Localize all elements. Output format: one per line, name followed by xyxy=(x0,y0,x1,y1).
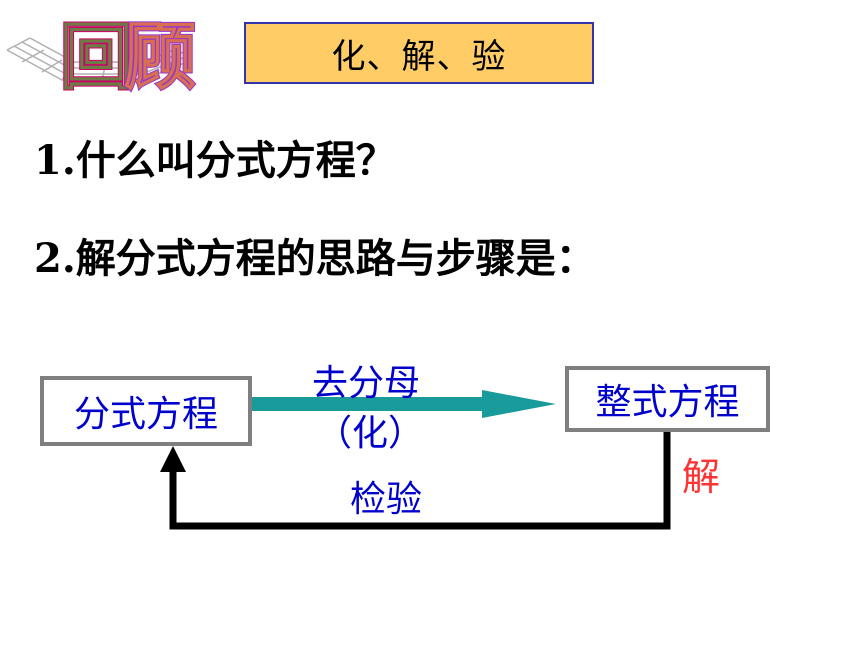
logo-char-2: 顾 xyxy=(124,15,196,99)
svg-text:回: 回 xyxy=(60,15,132,99)
forward-arrow-head xyxy=(482,390,556,418)
topic-box: 化、解、验 xyxy=(244,22,594,84)
review-logo-graphic: 回 回 顾 顾 xyxy=(6,14,198,101)
question-1-text: 什么叫分式方程？ xyxy=(75,138,396,184)
question-1-number: 1. xyxy=(34,137,76,184)
return-label: 检验 xyxy=(350,479,423,520)
solve-label: 解 xyxy=(682,455,721,499)
fractional-equation-box: 分式方程 xyxy=(40,376,252,446)
svg-text:顾: 顾 xyxy=(124,15,196,99)
forward-arrow-shaft xyxy=(252,397,484,411)
question-2-number: 2. xyxy=(34,235,76,282)
question-2: 2.解分式方程的思路与步骤是： xyxy=(34,226,596,284)
question-1: 1.什么叫分式方程？ xyxy=(34,128,396,186)
polynomial-equation-box: 整式方程 xyxy=(565,366,770,432)
review-logo: 回 回 顾 顾 xyxy=(2,0,202,101)
logo-char-1: 回 xyxy=(60,15,132,99)
forward-label: 去分母 xyxy=(312,363,421,404)
question-2-text: 解分式方程的思路与步骤是： xyxy=(75,236,596,282)
return-arrow-head xyxy=(160,446,186,472)
forward-label-sub: （化） xyxy=(316,413,425,454)
return-arrow-path xyxy=(169,432,671,530)
